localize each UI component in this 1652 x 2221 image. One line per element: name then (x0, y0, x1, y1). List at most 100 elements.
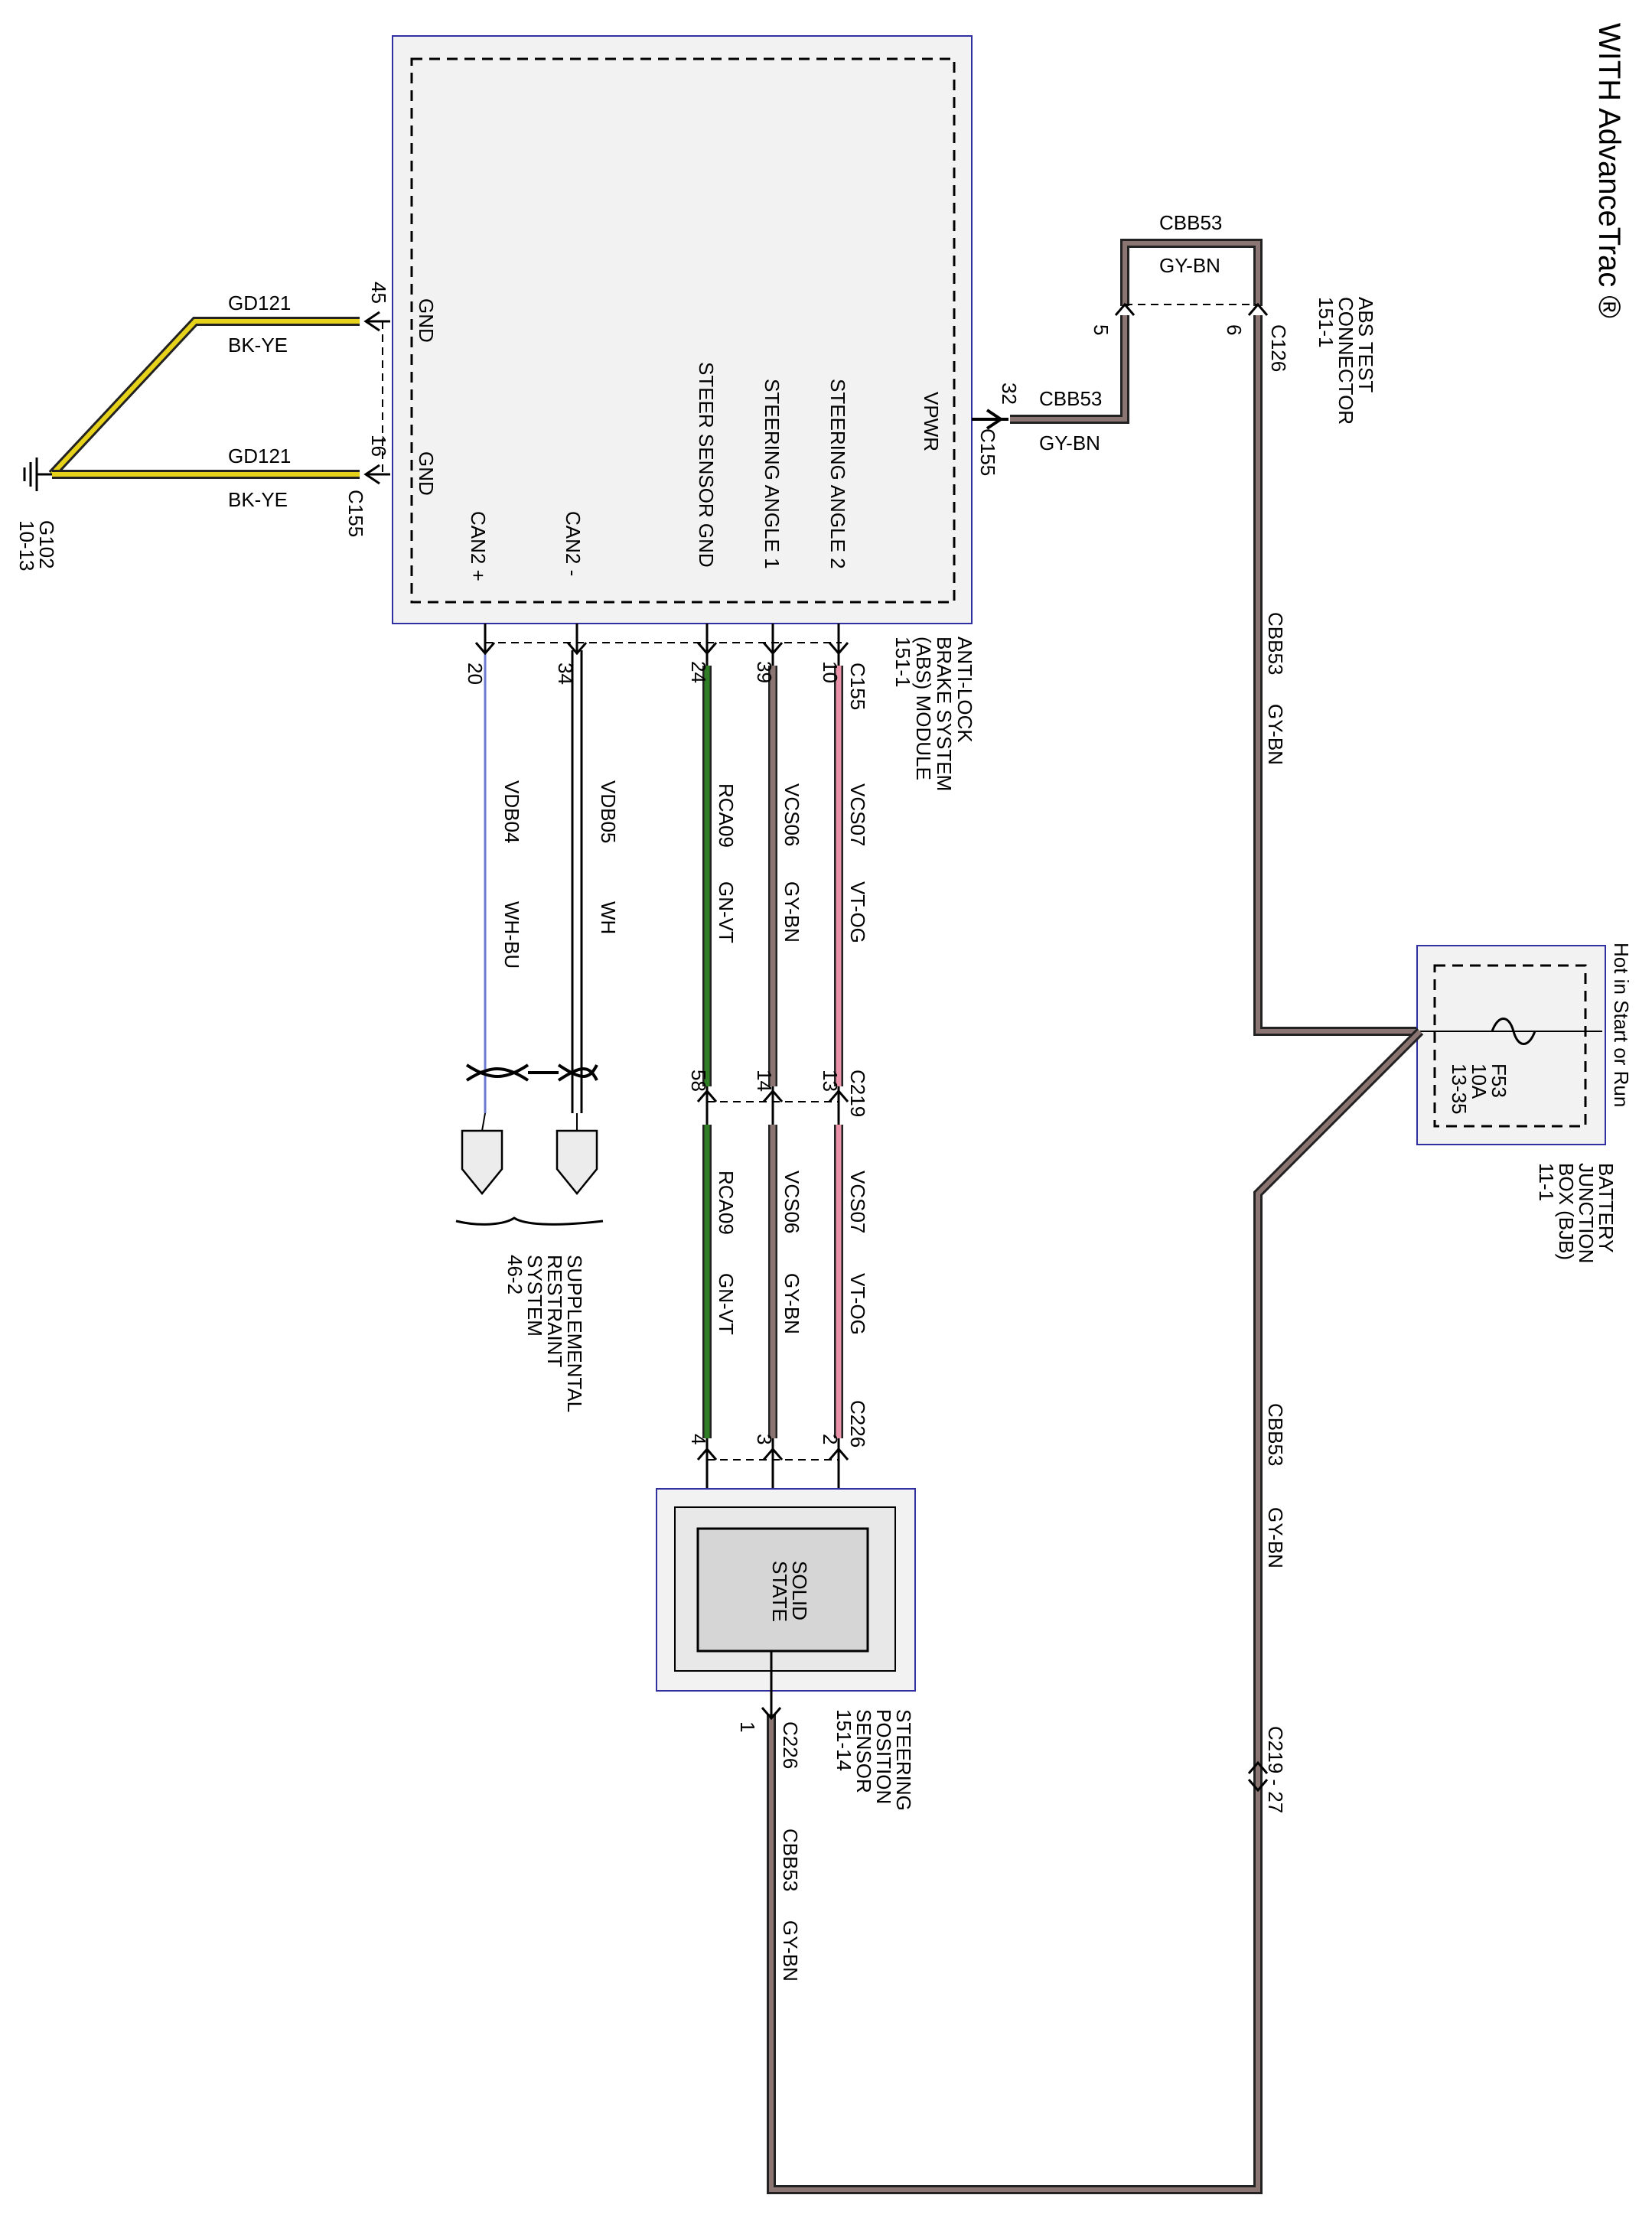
abs-module-name: ANTI-LOCK BRAKE SYSTEM (ABS) MODULE 151-… (891, 637, 976, 791)
bjb-name: BATTERY JUNCTION BOX (BJB) 11-1 (1535, 1163, 1618, 1263)
wire-vcs06-circuit-lower: VCS06 (780, 1171, 803, 1233)
abs-name-line-3: (ABS) MODULE (912, 637, 935, 780)
feed-wire-lower-circuit: CBB53 (1264, 1403, 1287, 1466)
fuse-f53-icon (1491, 1018, 1536, 1045)
c219-pin-14-icon (762, 1089, 784, 1102)
abs-module-dashed-box (410, 57, 956, 604)
abs-pin-label-gnd-bottom: GND (415, 451, 438, 496)
wire-vcs06-color-lower: GY-BN (780, 1273, 803, 1334)
ground-wire-top-outline (48, 317, 360, 478)
ground-wire-top (50, 319, 360, 477)
bjb-hot-label: Hot in Start or Run (1610, 943, 1633, 1107)
sensor-name-line-4: 151-14 (833, 1709, 855, 1771)
ground-wire-bottom-circuit: GD121 (228, 445, 291, 467)
abs-test-name-line-3: 151-1 (1315, 297, 1338, 348)
sensor-solid-state-box (696, 1527, 869, 1653)
wire-rca09-circuit-lower: RCA09 (715, 1171, 738, 1235)
abs-pin-label-vpwr: VPWR (920, 392, 943, 451)
vdb05-circuit: VDB05 (597, 780, 620, 843)
c219-pin-58-icon (696, 1089, 718, 1102)
sensor-inner-line-1: SOLID (788, 1561, 811, 1620)
abs-test-connector-name: ABS TEST CONNECTOR 151-1 (1315, 297, 1377, 425)
wire-vcs07-color-lower: VT-OG (846, 1273, 869, 1335)
feed-wire-upper-circuit: CBB53 (1264, 612, 1287, 675)
inline-c219-27-label: C219 - 27 (1264, 1726, 1287, 1813)
abs-pin-39-icon (762, 642, 784, 656)
abs-name-line-4: 151-1 (891, 637, 914, 688)
pin-45-number: 45 (367, 282, 390, 304)
page-title: WITH AdvanceTrac ® (1592, 23, 1626, 318)
srs-connector-icon-2 (556, 1129, 598, 1195)
wire-vcs07-circuit-lower: VCS07 (846, 1171, 869, 1233)
wire-rca09-color-upper: GN-VT (715, 881, 738, 943)
sensor-connector-id: C226 (779, 1721, 802, 1769)
bjb-dashed-box (1433, 964, 1587, 1128)
wire-rca09-color-lower: GN-VT (715, 1273, 738, 1335)
abs-pin-10-number: 10 (819, 661, 842, 683)
bjb-name-line-3: BOX (BJB) (1555, 1163, 1578, 1260)
abs-test-connector-id: C126 (1267, 324, 1290, 372)
pin-32-connector: C155 (976, 428, 999, 476)
abs-module-box (392, 35, 973, 624)
inline-c219-27-connector-icon (1247, 1760, 1269, 1793)
wire-vcs07-circuit-upper: VCS07 (846, 783, 869, 846)
abs-pin-10-icon (828, 642, 849, 656)
sensor-name-line-1: STEERING (892, 1709, 915, 1811)
c226-pin-2-number: 2 (819, 1434, 842, 1444)
fuse-line-2: 10A (1468, 1063, 1491, 1099)
wire-vcs06-color-upper: GY-BN (780, 881, 803, 943)
abs-test-name-line-2: CONNECTOR (1334, 297, 1357, 425)
c219-pin-14-number: 14 (753, 1070, 776, 1092)
srs-connector-icon-1 (461, 1129, 503, 1195)
vdb05-color: WH (597, 901, 620, 934)
c219-pin-58-number: 58 (687, 1070, 710, 1092)
abs-pin-label-steer-gnd: STEER SENSOR GND (695, 362, 718, 568)
ground-wire-top-circuit: GD121 (228, 291, 291, 314)
wire-vcs07-color-upper: VT-OG (846, 881, 869, 943)
twisted-pair-icon (465, 1063, 598, 1082)
fuse-line-3: 13-35 (1448, 1063, 1471, 1115)
c226-pin-2-icon (828, 1447, 849, 1461)
abs-test-loop-circuit: CBB53 (1159, 211, 1222, 234)
ground-wire-bottom-color: BK-YE (228, 488, 288, 511)
abs-pin-39-number: 39 (753, 661, 776, 683)
abs-test-pin-6-number: 6 (1223, 324, 1246, 335)
can-wires: 20 34 VDB05 WH VDB04 WH-BU SUPPLEMENTAL … (455, 624, 842, 1412)
abs-module: GND GND CAN2 + CAN2 - STEER SENSOR GND S… (392, 35, 976, 791)
steering-position-sensor: SOLID STATE STEERING POSITION SENSOR 151… (656, 1488, 916, 1811)
abs-test-pin-5-icon (1114, 302, 1136, 316)
sensor-return-circuit: CBB53 (779, 1829, 802, 1891)
wire-rca09-circuit-upper: RCA09 (715, 783, 738, 848)
abs-name-line-1: ANTI-LOCK (953, 637, 976, 743)
abs-pin-label-can2-minus: CAN2 - (562, 511, 585, 576)
c219-connector-id: C219 (846, 1070, 869, 1117)
pin-32-number: 32 (998, 383, 1021, 405)
can-pin-34-number: 34 (554, 663, 577, 685)
fuse-line-1: F53 (1487, 1063, 1510, 1098)
c219-pin-13-number: 13 (819, 1070, 842, 1092)
srs-name: SUPPLEMENTAL RESTRAINT SYSTEM 46-2 (503, 1255, 586, 1412)
ground-wires: G102 10-13 GD121 BK-YE GD121 BK-YE 45 16… (15, 282, 390, 572)
wire-vcs06-circuit-upper: VCS06 (780, 783, 803, 846)
ground-symbol-icon (23, 458, 52, 491)
pin-16-number: 16 (367, 435, 390, 457)
sensor-return-color: GY-BN (779, 1920, 802, 1982)
ground-wire-top-color: BK-YE (228, 334, 288, 357)
feed-wire-lower (769, 1029, 1422, 2192)
abs-connector-c155-signals: C155 (846, 663, 869, 710)
ground-ref: 10-13 (15, 520, 38, 572)
pin-16-connector: C155 (344, 490, 367, 537)
sensor-pin-1-number: 1 (736, 1721, 759, 1732)
abs-pin-label-can2-plus: CAN2 + (467, 511, 490, 581)
srs-name-line-2: RESTRAINT (543, 1255, 566, 1367)
abs-pin-label-gnd-top: GND (415, 298, 438, 343)
srs-name-line-1: SUPPLEMENTAL (563, 1255, 586, 1412)
vdb04-color: WH-BU (500, 901, 523, 969)
feed-wire-upper (1256, 315, 1420, 1034)
ground-name: G102 (35, 520, 58, 569)
bjb-box (1416, 945, 1606, 1145)
c226-pin-3-number: 3 (753, 1434, 776, 1444)
vdb04-circuit: VDB04 (500, 780, 523, 843)
sensor-feed: CBB53 GY-BN C219 - 27 1 C226 CBB53 GY-BN (736, 1027, 1424, 2194)
